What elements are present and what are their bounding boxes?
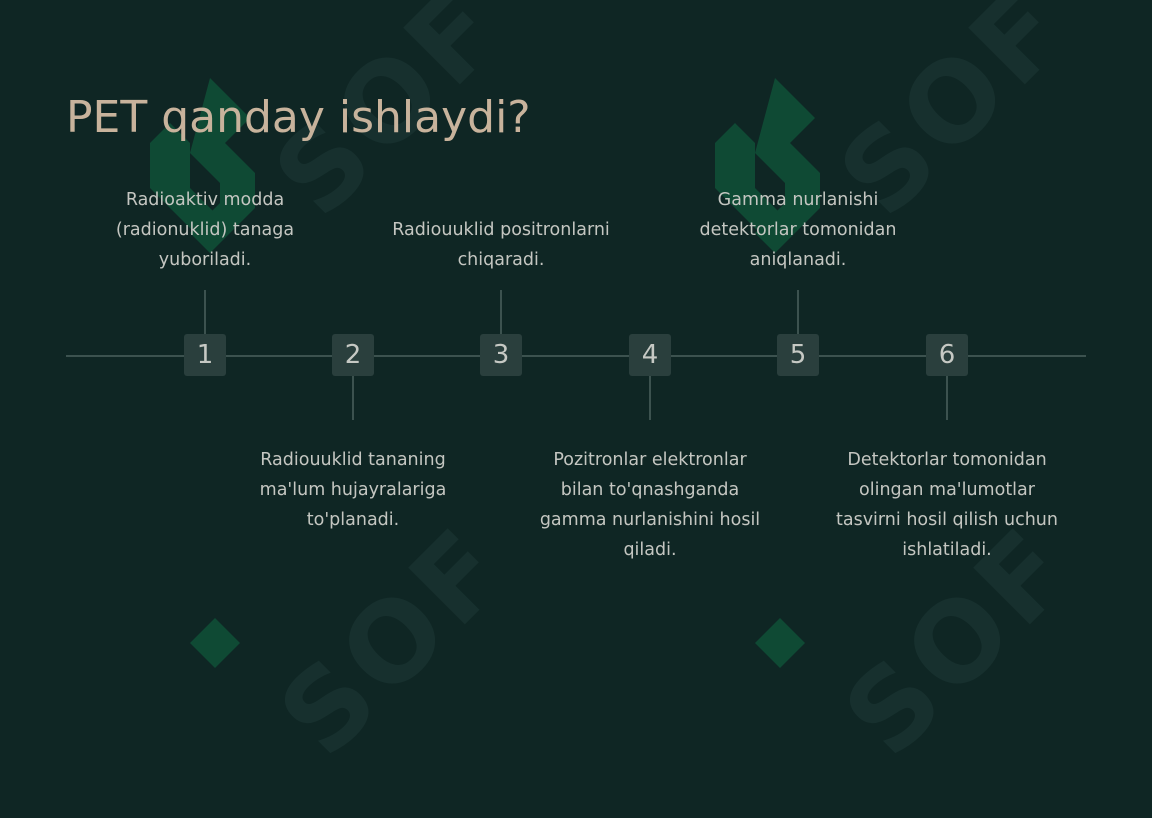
step-6-description: Detektorlar tomonidan olingan ma'lumotla… (836, 450, 1058, 560)
logo-icon (755, 618, 805, 668)
step-4-badge: 4 (629, 334, 671, 376)
step-1-badge: 1 (184, 334, 226, 376)
step-2-connector (352, 376, 354, 420)
step-2-badge: 2 (332, 334, 374, 376)
step-5-badge: 5 (777, 334, 819, 376)
step-4-description: Pozitronlar elektronlar bilan to'qnashga… (539, 450, 761, 560)
page-title: PET qanday ishlaydi? (66, 92, 531, 143)
step-3-badge: 3 (480, 334, 522, 376)
step-2-description: Radiouuklid tananing ma'lum hujayralarig… (259, 450, 447, 530)
step-1-connector (204, 290, 206, 334)
step-1-description: Radioaktiv modda (radionuklid) tanaga yu… (115, 190, 295, 270)
step-5-description: Gamma nurlanishi detektorlar tomonidan a… (699, 190, 897, 270)
watermark-text: SOF (255, 501, 534, 781)
logo-icon (190, 618, 240, 668)
step-5-connector (797, 290, 799, 334)
step-6-badge: 6 (926, 334, 968, 376)
step-4-connector (649, 376, 651, 420)
timeline-line (66, 355, 1086, 357)
step-6-connector (946, 376, 948, 420)
step-3-connector (500, 290, 502, 334)
step-3-description: Radiouuklid positronlarni chiqaradi. (392, 220, 610, 270)
